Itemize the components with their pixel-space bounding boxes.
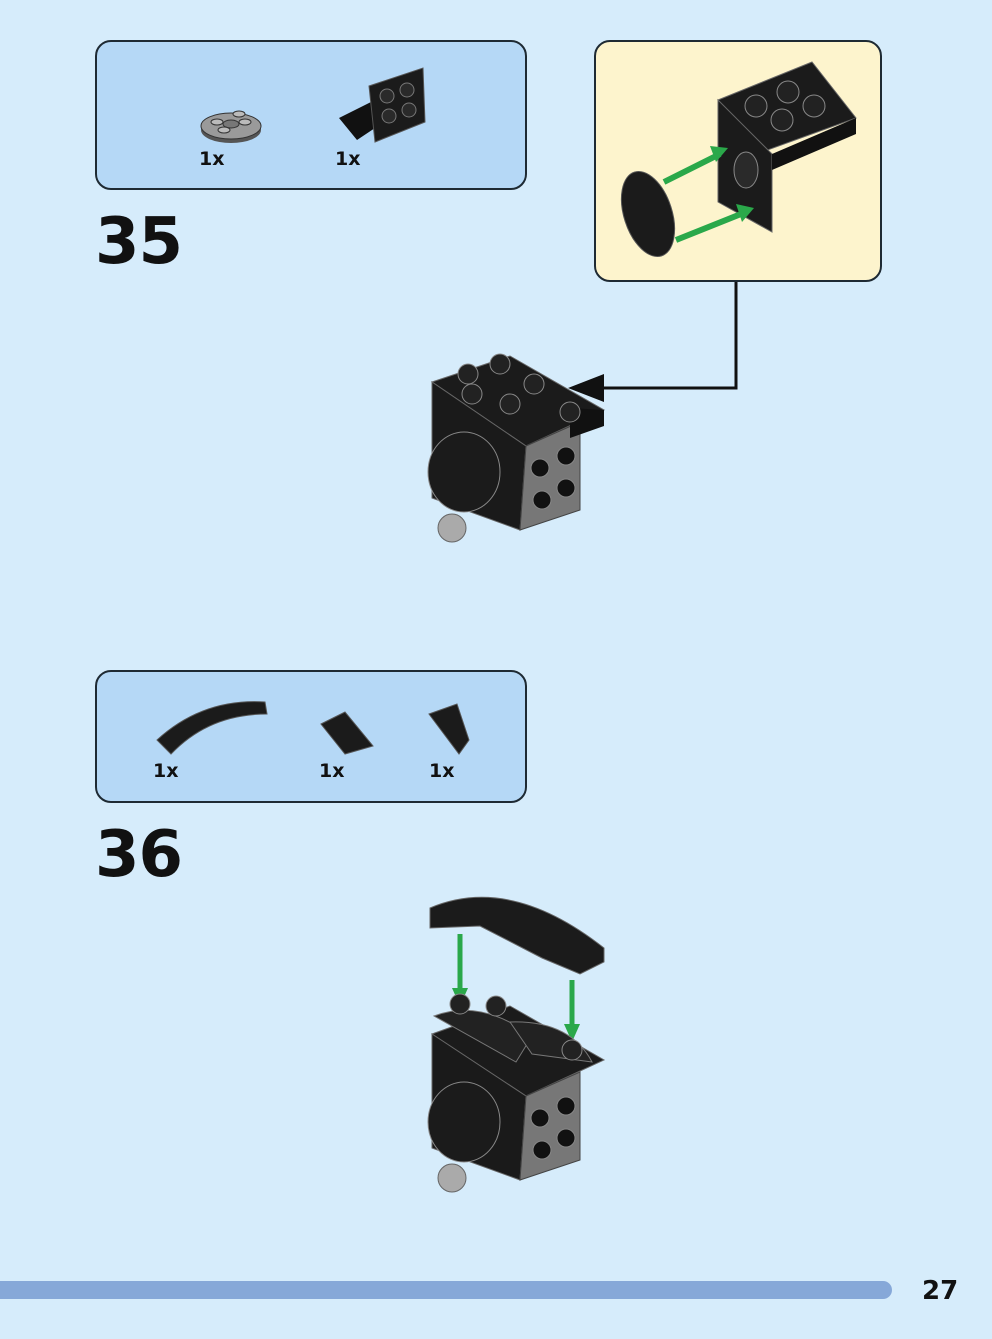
bracket-part-icon — [339, 67, 426, 143]
part-qty: 1x — [319, 760, 345, 782]
wedge-right-part-icon — [320, 711, 374, 755]
part-qty: 1x — [199, 148, 225, 170]
part-qty: 1x — [335, 148, 361, 170]
curved-slope-part-icon — [156, 701, 268, 755]
part-qty: 1x — [429, 760, 455, 782]
step-number: 36 — [95, 818, 183, 892]
parts-list-step-36: 1x 1x 1x — [95, 670, 527, 803]
parts-list-step-35: 1x 1x — [95, 40, 527, 190]
sub-assembly-illustration — [620, 61, 857, 257]
round-plate-part-icon — [200, 110, 262, 143]
callout-connector-arrow — [568, 282, 738, 402]
step-36-model-illustration — [427, 896, 606, 1193]
wedge-left-part-icon — [428, 703, 470, 755]
sub-assembly-callout — [594, 40, 882, 282]
part-qty: 1x — [153, 760, 179, 782]
page-number: 27 — [922, 1276, 959, 1306]
step-35-model-illustration — [427, 353, 606, 543]
step-number: 35 — [95, 205, 183, 279]
page-footer-bar — [0, 1281, 892, 1299]
